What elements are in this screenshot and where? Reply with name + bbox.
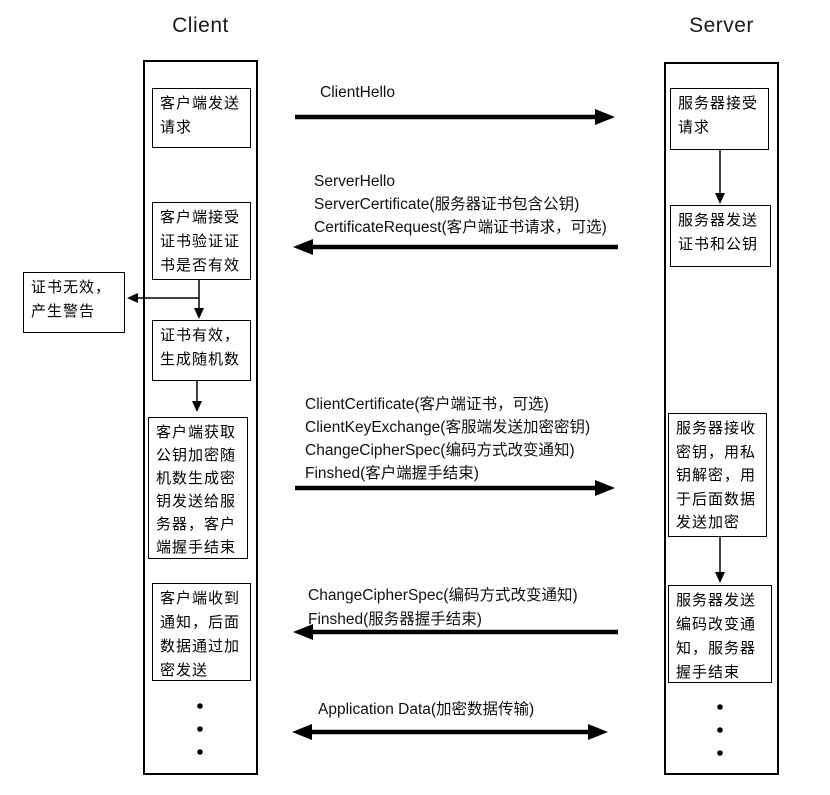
client-box-cert-valid: 证书有效，生成随机数 [152, 320, 251, 381]
message-line: CertificateRequest(客户端证书请求，可选) [314, 219, 607, 236]
message-line: ServerCertificate(服务器证书包含公钥) [314, 196, 580, 213]
client-title: Client [172, 14, 229, 37]
client-box-send-request: 客户端发送请求 [152, 88, 251, 148]
client-box-encrypt-key: 客户端获取公钥加密随机数生成密钥发送给服务器，客户端握手结束 [148, 417, 248, 559]
message-arrow-application-data [292, 724, 608, 740]
message-arrow-clienthello [295, 109, 615, 125]
message-label-changecipherspec: ChangeCipherSpec(编码方式改变通知) Finshed(服务器握手… [308, 584, 578, 632]
server-box-decrypt-key: 服务器接收密钥，用私钥解密，用于后面数据发送加密 [668, 413, 767, 537]
server-box-send-cert: 服务器发送证书和公钥 [670, 205, 771, 267]
message-label-clienthello: ClientHello [320, 81, 395, 104]
message-line: Finshed(服务器握手结束) [308, 611, 482, 628]
message-line: ChangeCipherSpec(编码方式改变通知) [305, 442, 575, 459]
server-title: Server [689, 14, 754, 37]
message-line: Finshed(客户端握手结束) [305, 465, 479, 482]
client-box-receive-notice: 客户端收到通知，后面数据通过加密发送 [152, 583, 251, 681]
message-label-application-data: Application Data(加密数据传输) [318, 698, 534, 721]
warning-box-invalid-cert: 证书无效，产生警告 [23, 272, 125, 333]
message-line: ChangeCipherSpec(编码方式改变通知) [308, 587, 578, 604]
message-line: ClientHello [320, 84, 395, 101]
client-box-verify-cert: 客户端接受证书验证证书是否有效 [152, 202, 251, 280]
message-line: ClientCertificate(客户端证书，可选) [305, 396, 549, 413]
server-box-handshake-done: 服务器发送编码改变通知，服务器握手结束 [668, 585, 772, 683]
message-arrow-serverhello [293, 239, 618, 255]
message-line: Application Data(加密数据传输) [318, 701, 535, 718]
message-label-serverhello: ServerHello ServerCertificate(服务器证书包含公钥)… [314, 170, 607, 239]
server-box-accept-request: 服务器接受请求 [670, 88, 769, 150]
message-line: ClientKeyExchange(客服端发送加密密钥) [305, 419, 591, 436]
message-label-clientkeyexchange: ClientCertificate(客户端证书，可选) ClientKeyExc… [305, 393, 590, 485]
message-line: ServerHello [314, 173, 395, 190]
